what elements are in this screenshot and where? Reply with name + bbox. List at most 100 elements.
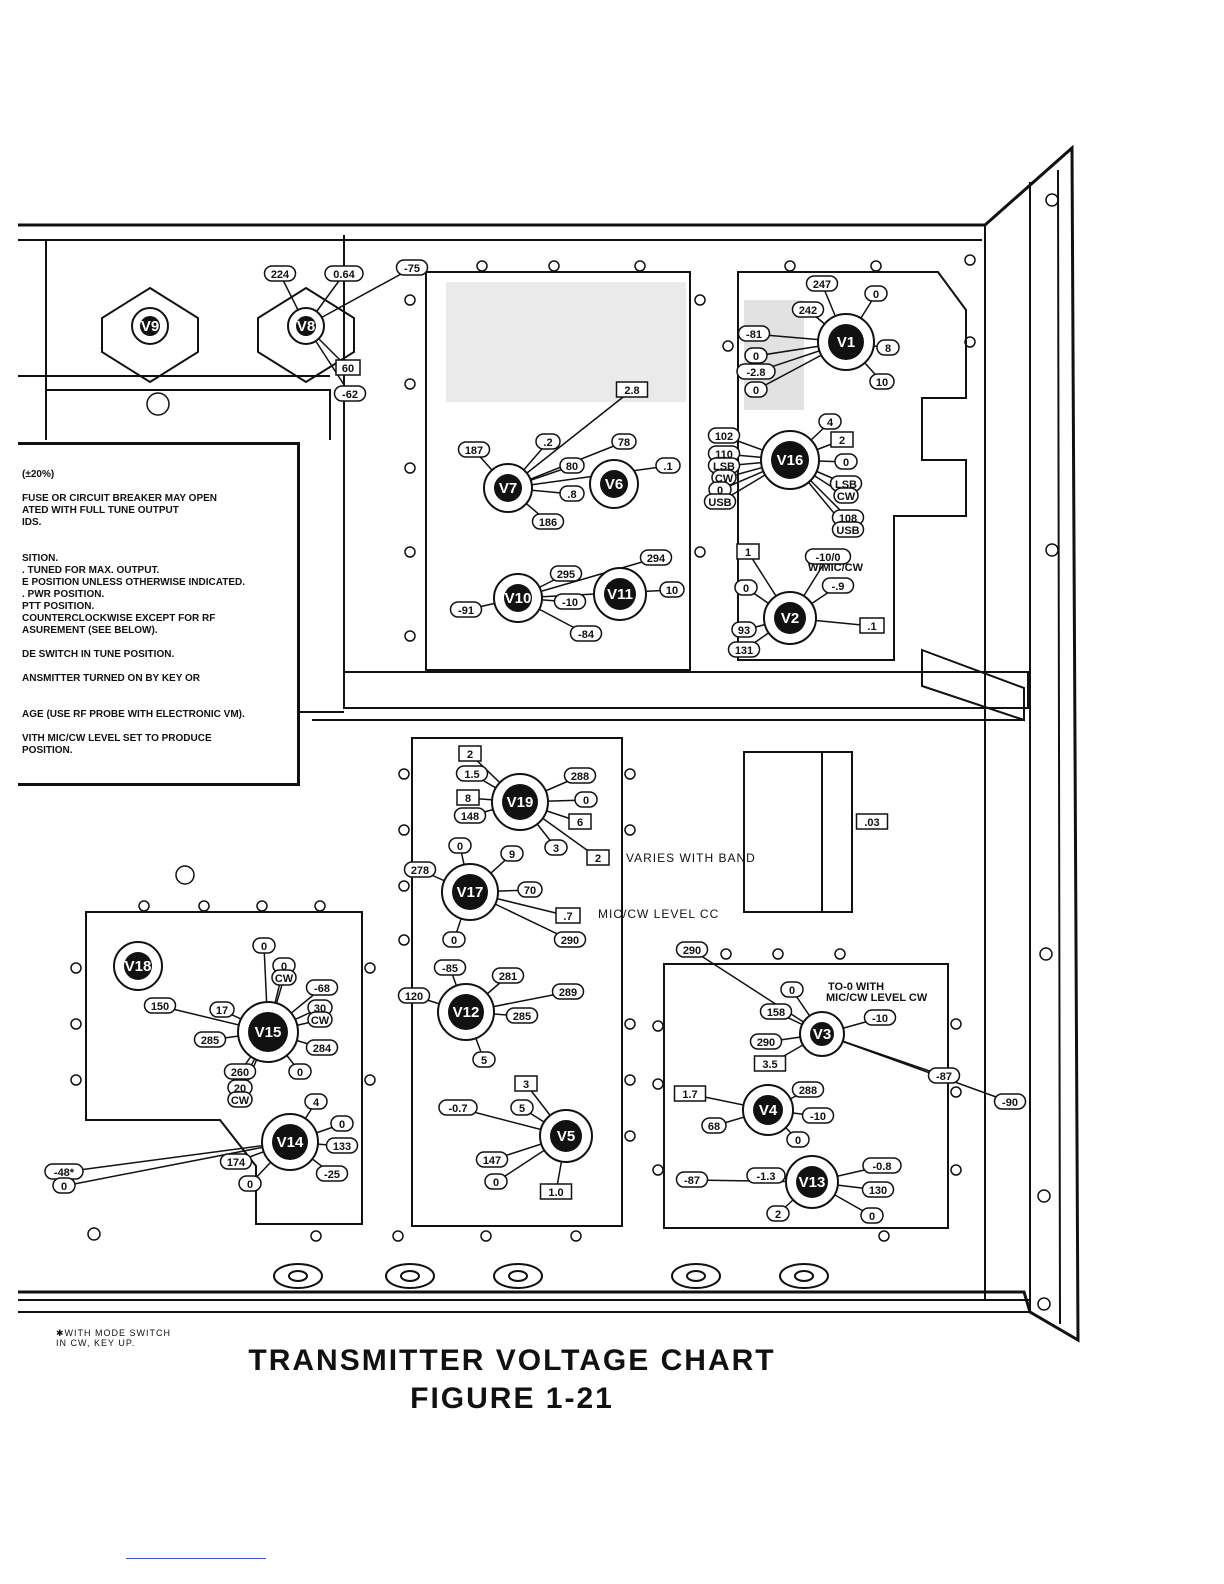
- tube-v18: V18: [113, 941, 163, 991]
- voltage-value: 0: [789, 985, 795, 997]
- voltage-reading: -0.8: [862, 1157, 902, 1174]
- tube-v3: V3: [799, 1011, 845, 1057]
- voltage-value: -87: [684, 1175, 700, 1187]
- voltage-value: 133: [333, 1141, 351, 1153]
- voltage-value: -25: [324, 1169, 340, 1181]
- tube-label: V16: [777, 452, 804, 469]
- voltage-reading: .7: [555, 907, 581, 924]
- voltage-reading: 0: [860, 1207, 884, 1224]
- voltage-value: 4: [313, 1097, 320, 1109]
- voltage-reading: -62: [333, 385, 367, 402]
- voltage-reading: 4: [818, 413, 842, 430]
- note-line: IDS.: [22, 517, 42, 528]
- voltage-value: 4: [827, 417, 834, 429]
- voltage-value: 285: [513, 1011, 531, 1023]
- voltage-reading: 133: [325, 1137, 359, 1154]
- voltage-value: -68: [314, 983, 330, 995]
- tube-label: V18: [125, 958, 152, 975]
- voltage-reading: 187: [457, 441, 491, 458]
- voltage-value: 2: [775, 1209, 781, 1221]
- voltage-reading: 68: [701, 1117, 727, 1134]
- voltage-reading: 295: [549, 565, 583, 582]
- voltage-reading: 130: [861, 1181, 895, 1198]
- voltage-value: .2: [543, 437, 552, 449]
- tube-label: V15: [255, 1024, 282, 1041]
- varies-with-band-note: VARIES WITH BAND: [626, 851, 756, 865]
- voltage-value: 260: [231, 1067, 249, 1079]
- note-line: ANSMITTER TURNED ON BY KEY OR: [22, 673, 200, 684]
- voltage-value: 0: [339, 1119, 345, 1131]
- voltage-value: .1: [867, 621, 876, 633]
- voltage-reading: 4: [304, 1093, 328, 1110]
- voltage-value: 186: [539, 517, 557, 529]
- voltage-reading: 150: [143, 997, 177, 1014]
- voltage-value: 0: [873, 289, 879, 301]
- voltage-reading: 0: [52, 1177, 76, 1194]
- tube-label: V7: [499, 480, 517, 497]
- voltage-value: CW: [837, 491, 856, 503]
- voltage-reading: 247: [805, 275, 839, 292]
- voltage-value: 0.64: [333, 269, 355, 281]
- tube-label: V6: [605, 476, 623, 493]
- voltage-reading: .1: [859, 617, 885, 634]
- transformer: [743, 751, 853, 913]
- voltage-value: -10: [810, 1111, 826, 1123]
- tube-label: V12: [453, 1004, 480, 1021]
- voltage-value: -90: [1002, 1097, 1018, 1109]
- voltage-value: 0: [457, 841, 463, 853]
- note-line: . TUNED FOR MAX. OUTPUT.: [22, 565, 160, 576]
- voltage-value: CW: [231, 1095, 250, 1107]
- voltage-value: -10: [872, 1013, 888, 1025]
- voltage-reading: 120: [397, 987, 431, 1004]
- tube-v15: V15: [237, 1001, 299, 1063]
- figure-number: FIGURE 1-21: [410, 1382, 614, 1415]
- voltage-value: -.9: [832, 581, 845, 593]
- leader-line: [507, 465, 669, 489]
- voltage-reading: 0: [744, 347, 768, 364]
- voltage-reading: -90: [993, 1093, 1027, 1110]
- voltage-value: 294: [647, 553, 666, 565]
- voltage-value: 285: [201, 1035, 219, 1047]
- tube-v12: V12: [437, 983, 495, 1041]
- voltage-reading: 2: [766, 1205, 790, 1222]
- note-line: . PWR POSITION.: [22, 589, 105, 600]
- voltage-reading: 17: [209, 1001, 235, 1018]
- rf-shield-upper: [425, 271, 691, 671]
- voltage-value: -81: [746, 329, 762, 341]
- tube-label: V17: [457, 884, 484, 901]
- voltage-value: .03: [864, 817, 879, 829]
- voltage-value: 0: [753, 351, 759, 363]
- voltage-value: 3.5: [762, 1059, 777, 1071]
- voltage-value: 78: [618, 437, 630, 449]
- voltage-value: -75: [404, 263, 420, 275]
- voltage-reading: 0: [252, 937, 276, 954]
- voltage-reading: 8: [456, 789, 480, 806]
- voltage-value: 1.0: [548, 1187, 563, 1199]
- leader-line: [821, 1033, 1011, 1103]
- note-line: [18, 697, 297, 709]
- voltage-reading: 0: [442, 931, 466, 948]
- voltage-reading: .8: [559, 485, 585, 502]
- voltage-value: 131: [735, 645, 753, 657]
- voltage-value: 1.7: [682, 1089, 697, 1101]
- leader-line: [691, 949, 823, 1035]
- voltage-reading: 9: [500, 845, 524, 862]
- tube-label: V14: [277, 1134, 304, 1151]
- voltage-reading: 289: [551, 983, 585, 1000]
- voltage-value: 80: [566, 461, 578, 473]
- voltage-value: 70: [524, 885, 536, 897]
- voltage-value: 8: [885, 343, 891, 355]
- voltage-reading: -2.8: [736, 363, 776, 380]
- note-line: [18, 529, 297, 541]
- voltage-reading: -10: [801, 1107, 835, 1124]
- voltage-value: 148: [461, 811, 479, 823]
- voltage-reading: -81: [737, 325, 771, 342]
- deck-shelf: [343, 671, 1029, 709]
- voltage-reading: 0: [786, 1131, 810, 1148]
- voltage-reading: 0: [734, 579, 758, 596]
- voltage-value: CW: [275, 973, 294, 985]
- voltage-reading: 281: [491, 967, 525, 984]
- voltage-value: 284: [313, 1043, 332, 1055]
